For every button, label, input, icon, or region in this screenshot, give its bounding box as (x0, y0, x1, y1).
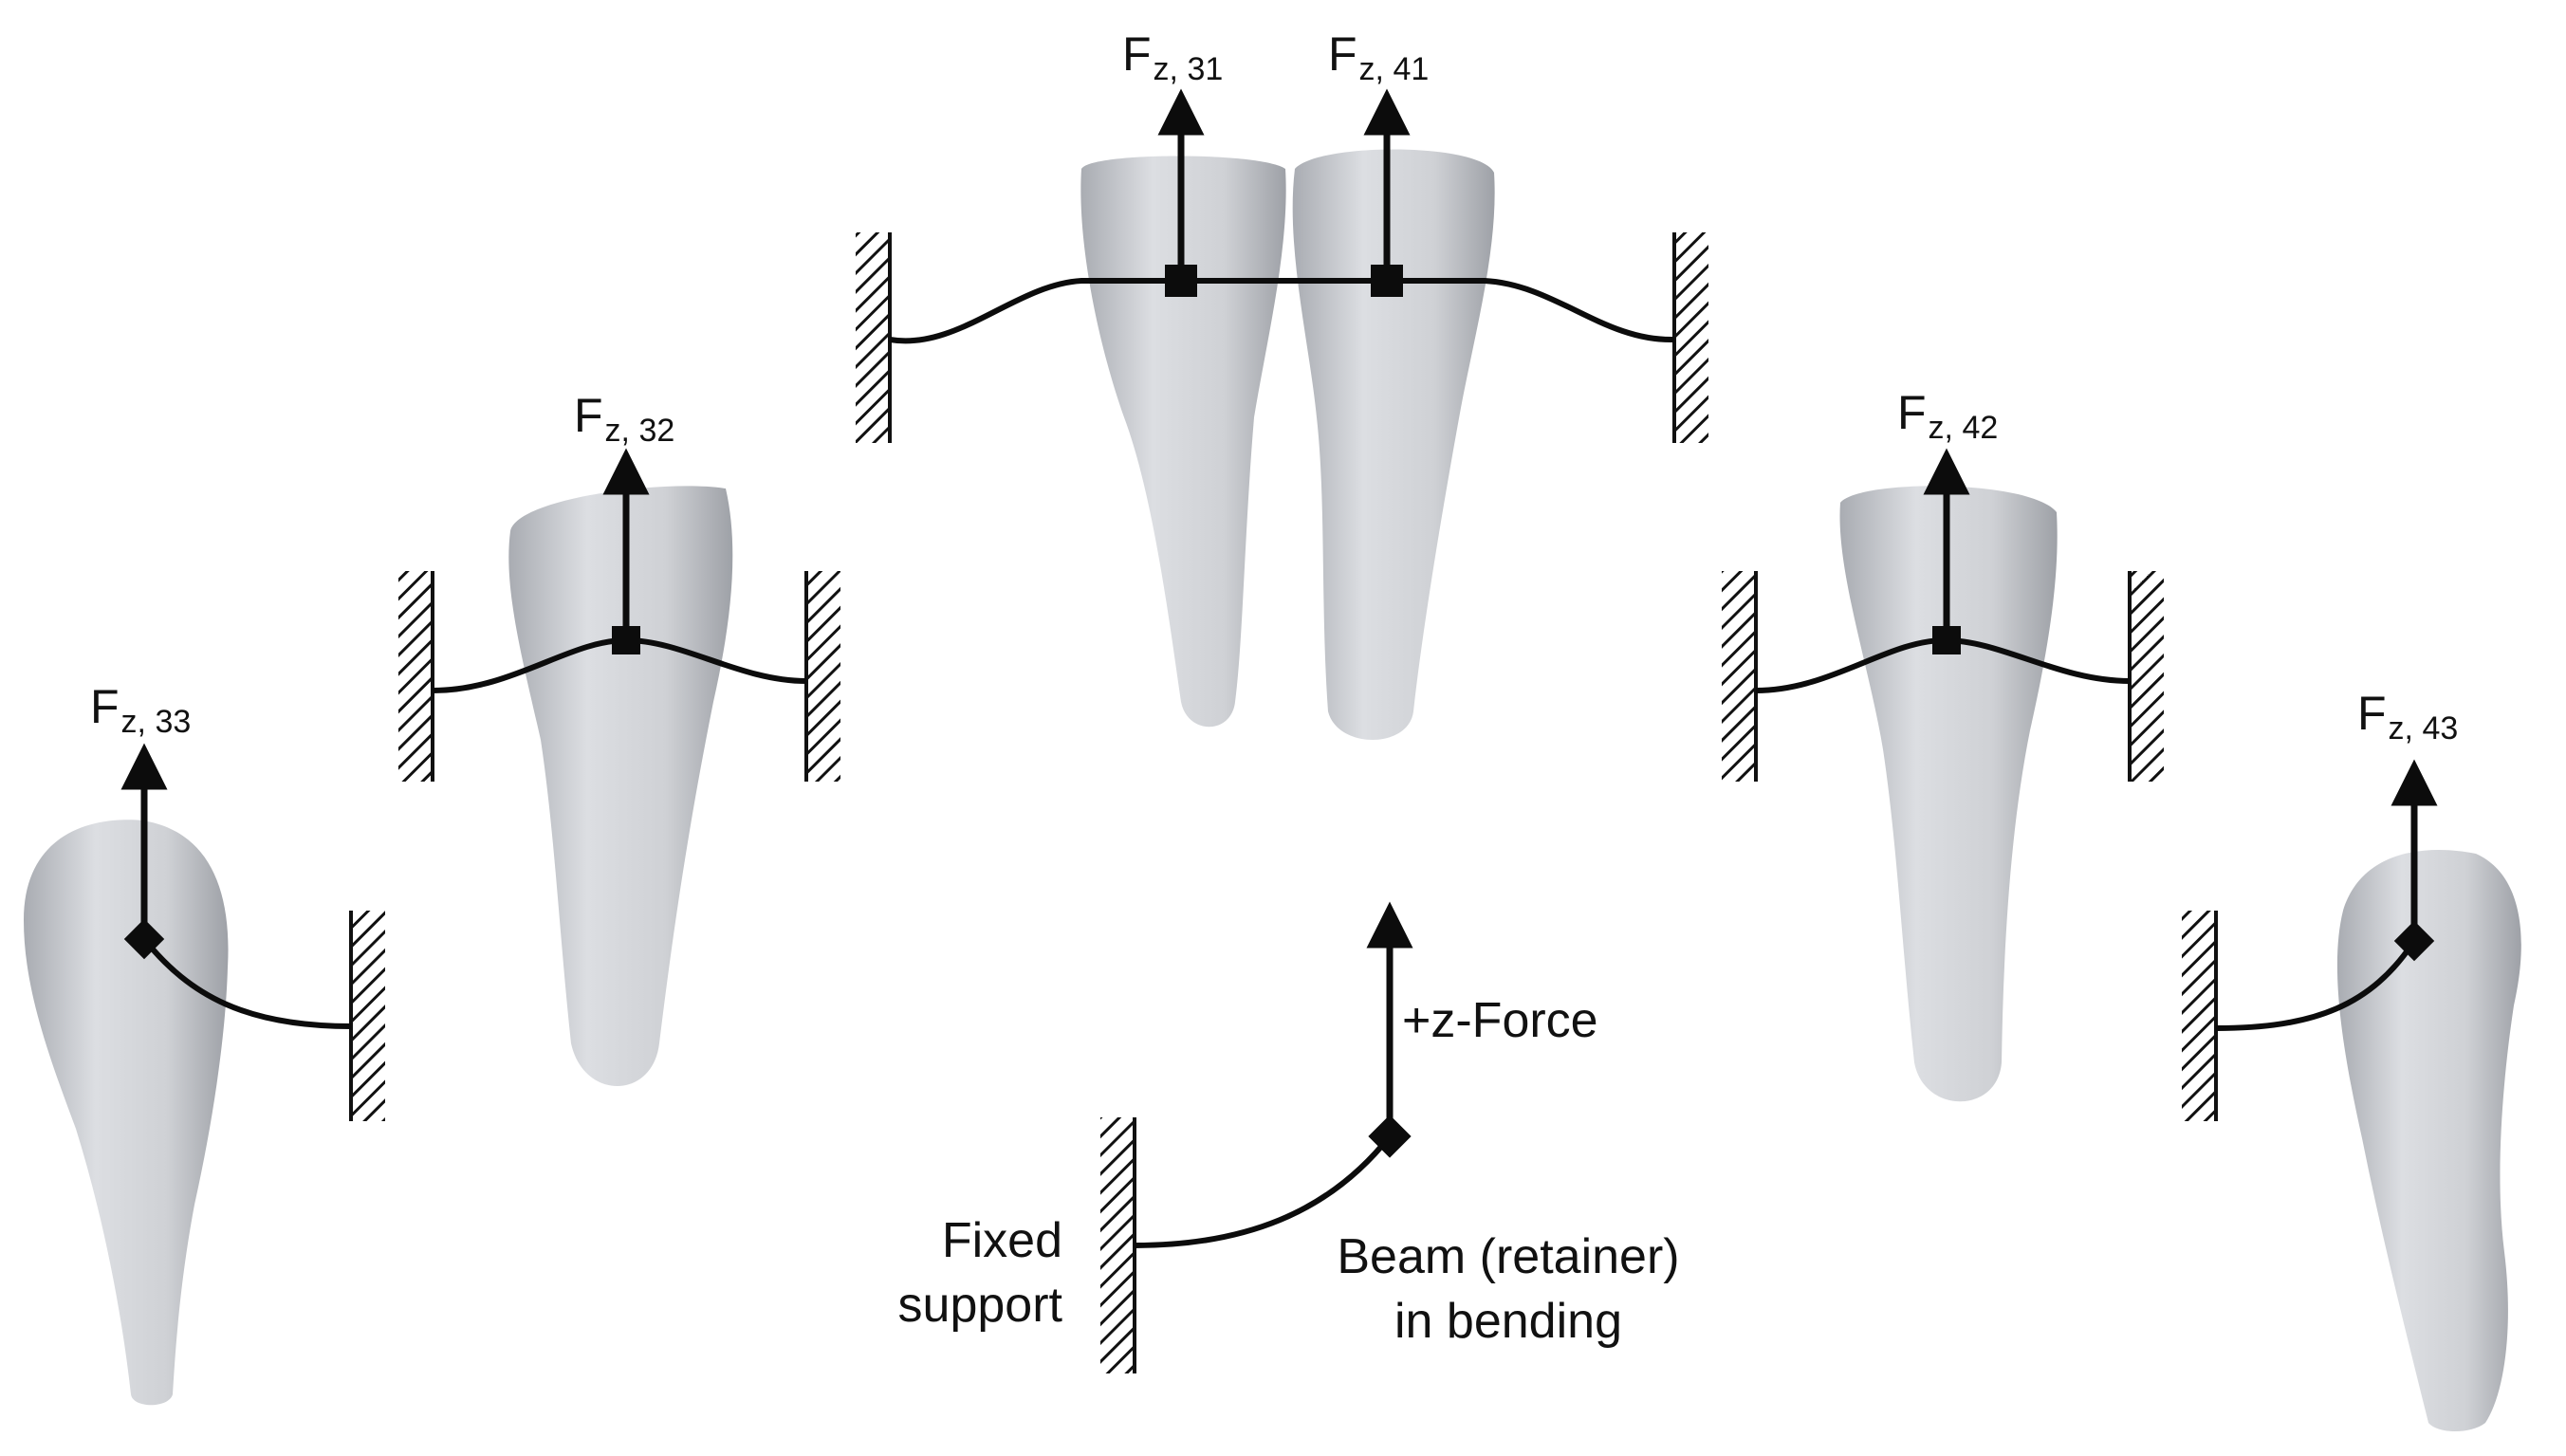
node-41 (1371, 265, 1403, 297)
force-label-41: Fz, 41 (1328, 28, 1430, 87)
beam-43 (2215, 939, 2417, 1031)
force-label-32: Fz, 32 (574, 389, 675, 449)
tooth-31 (1080, 156, 1286, 728)
support-43 (2182, 911, 2216, 1121)
node-31 (1165, 265, 1197, 297)
support-32-left (398, 571, 433, 782)
load-points (123, 265, 2435, 1158)
force-arrows (120, 88, 2438, 1136)
support-legend (1100, 1117, 1135, 1373)
support-32-right (806, 571, 840, 782)
legend-support-line2: support (897, 1277, 1062, 1333)
node-32 (612, 626, 640, 654)
force-label-42: Fz, 42 (1897, 386, 1999, 446)
tooth-33 (24, 820, 229, 1406)
force-label-33: Fz, 33 (90, 680, 192, 740)
legend-support-label: Fixed support (854, 1209, 1062, 1337)
support-42-right (2130, 571, 2164, 782)
force-label-31: Fz, 31 (1122, 28, 1224, 87)
legend-beam-line2: in bending (1394, 1293, 1622, 1349)
legend-beam-label: Beam (retainer) in bending (1309, 1226, 1708, 1354)
tooth-32 (508, 486, 733, 1086)
legend-beam-line1: Beam (retainer) (1337, 1229, 1680, 1284)
tooth-43 (2336, 850, 2521, 1431)
tooth-41 (1292, 149, 1495, 740)
retainer-beams (141, 278, 2417, 1248)
fixed-supports (349, 232, 2218, 1373)
legend-support-line1: Fixed (941, 1213, 1062, 1268)
node-42 (1932, 626, 1961, 654)
legend-force-label: +z-Force (1402, 993, 1598, 1048)
support-42-left (1722, 571, 1756, 782)
support-top-right (1674, 232, 1708, 443)
beam-top (889, 278, 1675, 344)
beam-legend (1134, 1134, 1393, 1248)
beam-33 (141, 937, 352, 1029)
support-top-left (856, 232, 890, 443)
node-legend (1368, 1115, 1412, 1158)
support-33 (351, 911, 385, 1121)
force-label-43: Fz, 43 (2357, 687, 2459, 746)
tooth-42 (1839, 486, 2058, 1102)
